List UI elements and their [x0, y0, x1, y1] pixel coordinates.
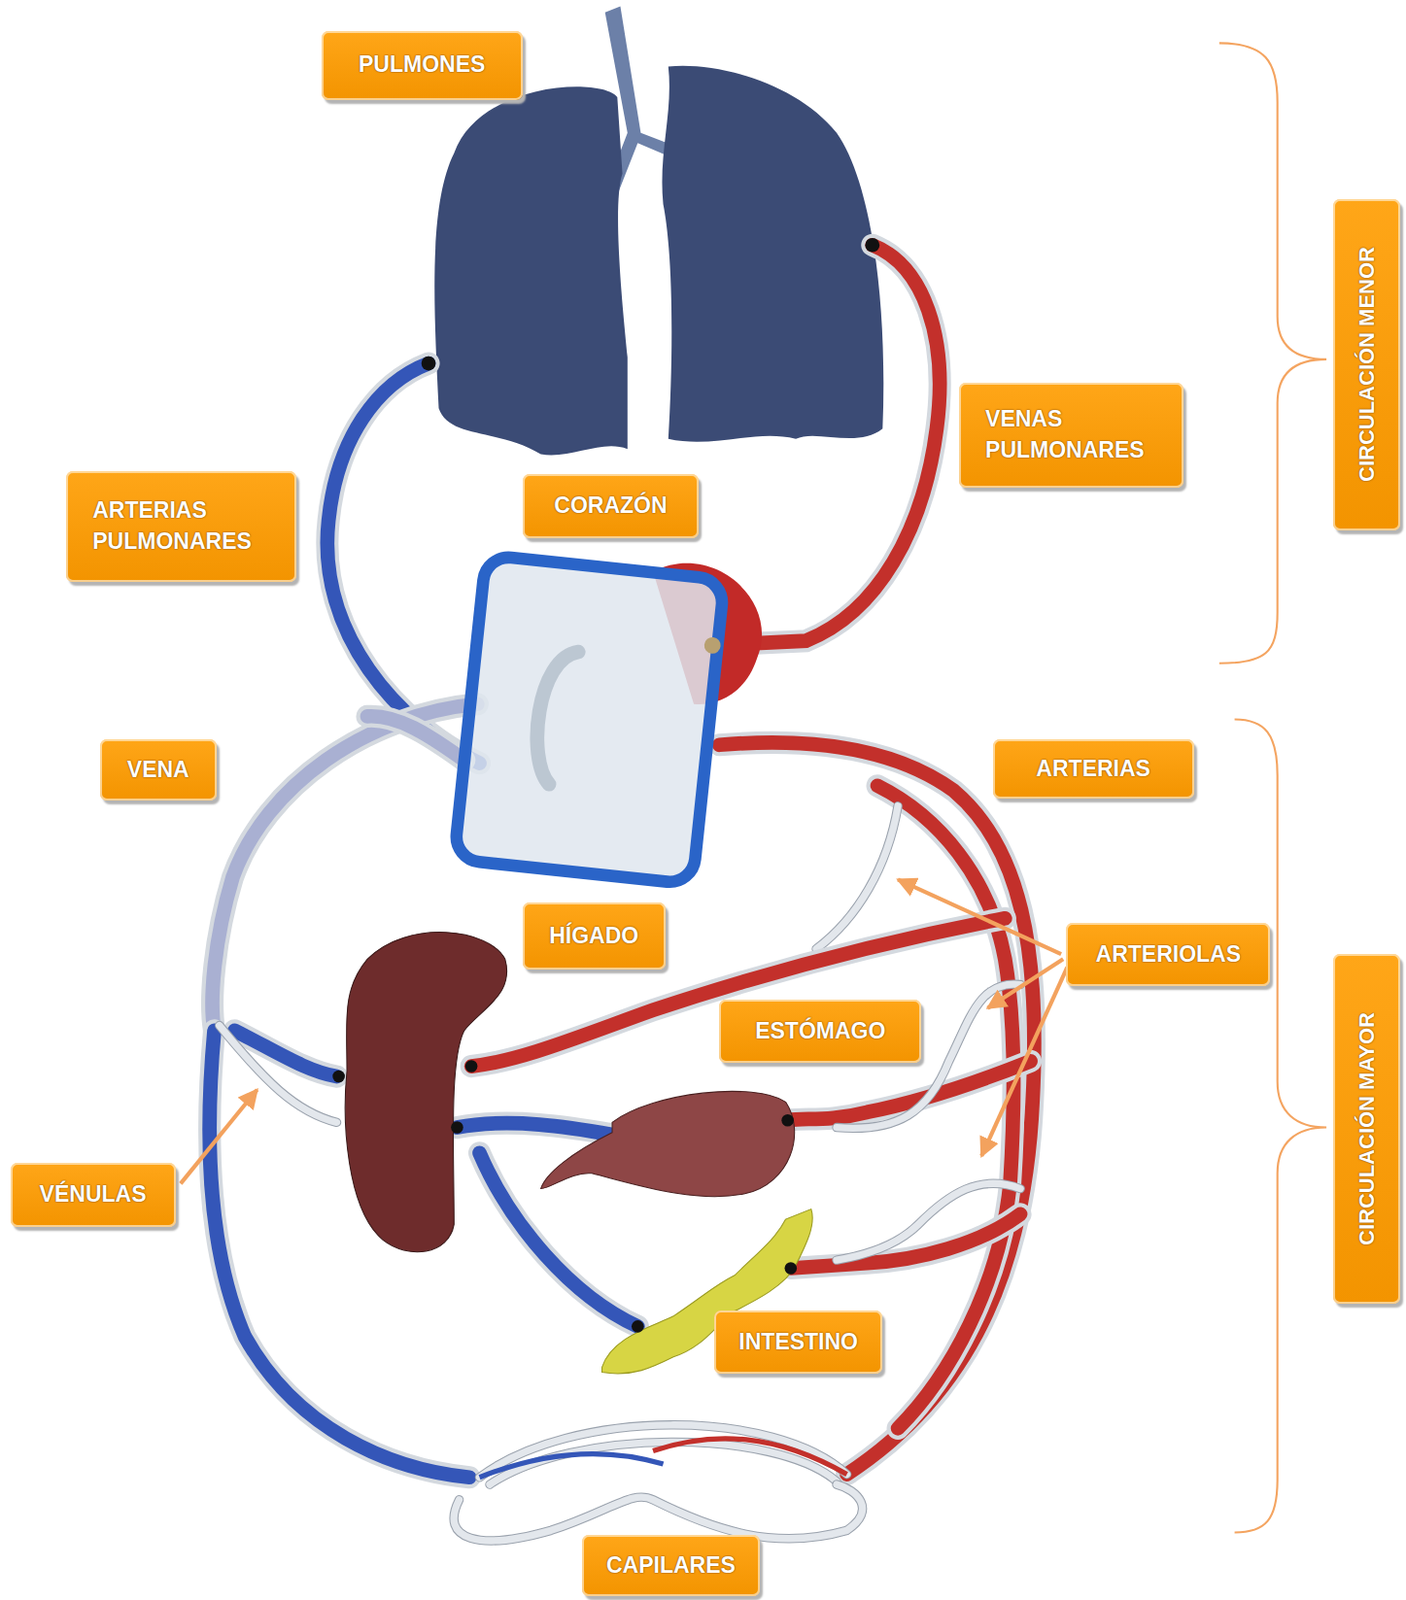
- arteriole-tube: [816, 806, 898, 950]
- label-text: VENA: [127, 754, 190, 787]
- stomach: [541, 1091, 795, 1197]
- tube-outline: [719, 244, 940, 646]
- label-text: ARTERIAS: [1035, 754, 1151, 786]
- label-text: VENAS PULMONARES: [985, 404, 1158, 466]
- tube-outline: [235, 1030, 338, 1077]
- artery-tube: [471, 918, 1005, 1066]
- joint: [465, 1060, 479, 1073]
- label-text: VÉNULAS: [39, 1179, 147, 1211]
- pulmonary-vein-tube: [719, 244, 940, 646]
- label-box: ARTERIOLAS: [1065, 923, 1270, 987]
- heart-container: [453, 554, 727, 885]
- tube-joints: [332, 238, 880, 1334]
- joint: [332, 1070, 345, 1084]
- vein-tube: [456, 1123, 613, 1135]
- joint: [421, 356, 437, 372]
- label-box: VENAS PULMONARES: [959, 382, 1184, 488]
- label-box: ARTERIAS: [993, 739, 1195, 799]
- label-text: HÍGADO: [548, 921, 639, 953]
- joint: [781, 1114, 794, 1128]
- label-box: VÉNULAS: [10, 1163, 176, 1228]
- label-box: ESTÓMAGO: [719, 999, 922, 1064]
- capillary-tube: [480, 1425, 848, 1478]
- tube-outline: [836, 1183, 1021, 1261]
- capillary-tube: [652, 1439, 848, 1475]
- arteriole-tube: [836, 1183, 1021, 1261]
- label-box: CAPILARES: [582, 1535, 761, 1597]
- tube-outline: [471, 918, 1005, 1066]
- heart-box: [453, 554, 724, 885]
- label-box: INTESTINO: [714, 1310, 883, 1374]
- label-box: CORAZÓN: [522, 474, 700, 539]
- bracket: [1234, 720, 1328, 1534]
- joint: [450, 1121, 464, 1134]
- label-text: PULMONES: [358, 49, 485, 81]
- capillary-loop: [453, 1484, 862, 1542]
- label-text: CORAZÓN: [553, 490, 667, 522]
- leader-arrow: [180, 1090, 258, 1185]
- vein-tube: [367, 716, 465, 760]
- leader-arrow: [897, 879, 1062, 955]
- label-text: ESTÓMAGO: [754, 1016, 886, 1048]
- leader-arrow: [981, 967, 1067, 1157]
- label-text: CIRCULACIÓN MAYOR: [1351, 1012, 1381, 1246]
- venule-tube: [235, 1030, 338, 1077]
- tube-outline: [219, 1026, 338, 1124]
- tube-outline: [456, 1123, 613, 1135]
- label-text: INTESTINO: [738, 1327, 858, 1359]
- bracket: [1219, 42, 1327, 663]
- label-text: ARTERIAS PULMONARES: [92, 495, 270, 557]
- label-box: PULMONES: [321, 31, 523, 101]
- tube-outline: [367, 716, 465, 760]
- label-box: CIRCULACIÓN MAYOR: [1333, 954, 1400, 1304]
- label-box: HÍGADO: [522, 902, 666, 969]
- capillary-tube: [480, 1425, 848, 1478]
- label-text: ARTERIOLAS: [1096, 939, 1242, 971]
- joint: [631, 1320, 645, 1334]
- label-box: ARTERIAS PULMONARES: [66, 471, 296, 582]
- heart-tube: [531, 648, 579, 786]
- venule-tube: [219, 1026, 338, 1124]
- left-lung: [434, 86, 628, 455]
- right-lung: [661, 66, 884, 443]
- valve: [703, 636, 721, 654]
- joint: [785, 1262, 798, 1275]
- joint: [864, 238, 880, 253]
- label-box: VENA: [100, 739, 217, 801]
- label-text: CIRCULACIÓN MENOR: [1351, 246, 1381, 482]
- tube-outline: [816, 806, 898, 950]
- capillary-loop: [453, 1484, 862, 1542]
- artery-tube: [790, 1214, 1021, 1269]
- tube-outline: [790, 1214, 1021, 1269]
- capillary-tube: [480, 1454, 664, 1478]
- label-text: CAPILARES: [606, 1550, 736, 1582]
- label-box: CIRCULACIÓN MENOR: [1333, 199, 1400, 531]
- liver: [344, 932, 507, 1253]
